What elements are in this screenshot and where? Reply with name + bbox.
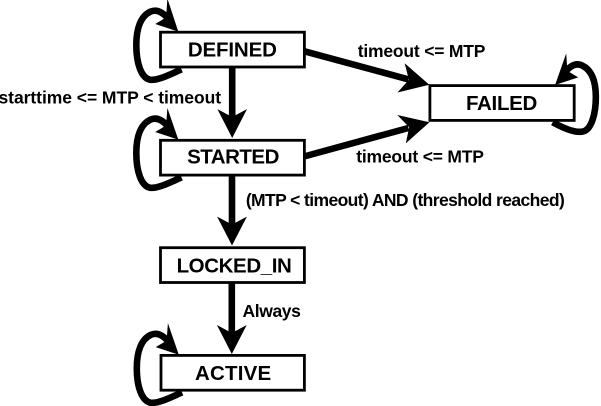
svg-text:starttime <= MTP < timeout: starttime <= MTP < timeout [0,88,221,108]
svg-text:Always: Always [243,301,302,321]
svg-text:DEFINED: DEFINED [188,39,277,62]
svg-text:FAILED: FAILED [466,92,537,115]
svg-text:LOCKED_IN: LOCKED_IN [177,254,292,277]
svg-text:STARTED: STARTED [187,146,279,169]
svg-text:timeout <= MTP: timeout <= MTP [356,146,484,166]
svg-text:ACTIVE: ACTIVE [195,362,271,385]
svg-text:timeout <= MTP: timeout <= MTP [358,41,486,61]
svg-text:(MTP < timeout) AND (threshold: (MTP < timeout) AND (threshold reached) [246,190,564,210]
